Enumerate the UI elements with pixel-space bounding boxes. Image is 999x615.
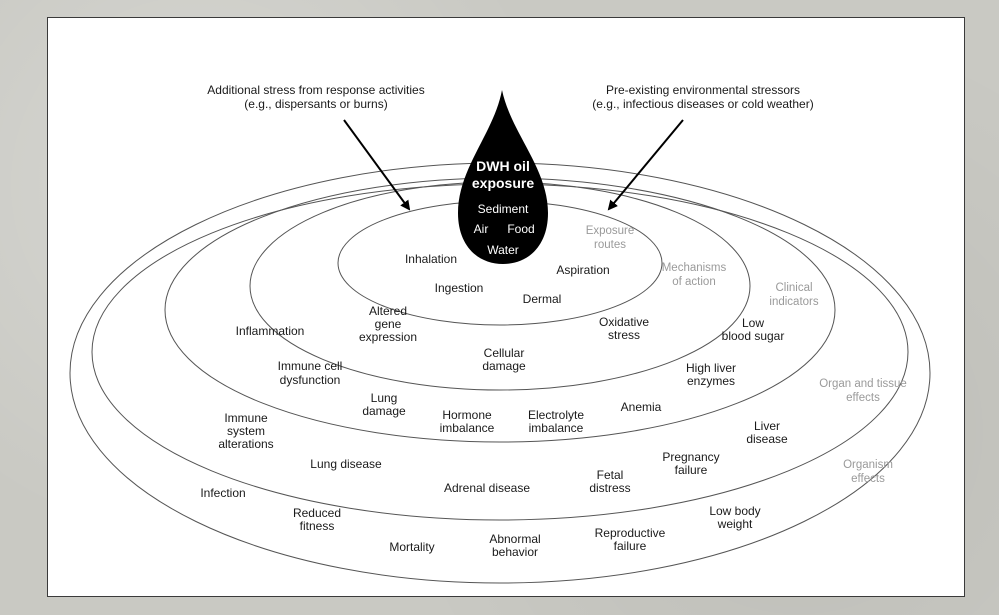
- item-hormone-1: Hormone: [442, 408, 492, 422]
- item-immune-system-1: Immune: [224, 411, 268, 425]
- drop-water: Water: [487, 243, 519, 257]
- item-liver-disease-2: disease: [746, 432, 788, 446]
- item-oxidative-1: Oxidative: [599, 315, 649, 329]
- item-altered-gene-1: Altered: [369, 304, 407, 318]
- item-low-blood-sugar-1: Low: [742, 316, 764, 330]
- annotation-left-line1: Additional stress from response activiti…: [207, 83, 424, 97]
- item-cellular-1: Cellular: [484, 346, 525, 360]
- item-reproductive-1: Reproductive: [595, 526, 666, 540]
- diagram-panel: DWH oil exposure Sediment Air Food Water…: [47, 17, 965, 597]
- item-infection: Infection: [200, 486, 245, 500]
- ring-label-clinical-2: indicators: [769, 296, 818, 308]
- ring-label-mechanisms-1: Mechanisms: [662, 262, 727, 274]
- annotation-right-line2: (e.g., infectious diseases or cold weath…: [592, 97, 813, 111]
- exposure-effects-diagram: DWH oil exposure Sediment Air Food Water…: [69, 83, 931, 584]
- item-hormone-2: imbalance: [440, 421, 495, 435]
- item-ingestion: Ingestion: [435, 281, 484, 295]
- item-fetal-1: Fetal: [597, 468, 624, 482]
- item-lung-damage-1: Lung: [371, 391, 398, 405]
- arrow-environmental-stress: [607, 119, 684, 211]
- arrow-response-stress: [343, 119, 411, 211]
- item-inhalation: Inhalation: [405, 252, 457, 266]
- item-dermal: Dermal: [523, 292, 562, 306]
- item-reproductive-2: failure: [614, 539, 647, 553]
- item-immune-system-3: alterations: [218, 437, 273, 451]
- item-altered-gene-2: gene: [375, 317, 402, 331]
- drop-sediment: Sediment: [478, 202, 529, 216]
- drop-title-line2: exposure: [472, 175, 534, 191]
- item-aspiration: Aspiration: [556, 263, 609, 277]
- item-altered-gene-3: expression: [359, 330, 417, 344]
- annotation-right-line1: Pre-existing environmental stressors: [606, 83, 800, 97]
- item-cellular-2: damage: [482, 359, 526, 373]
- item-reduced-fitness-1: Reduced: [293, 506, 341, 520]
- item-fetal-2: distress: [589, 481, 630, 495]
- item-lung-disease: Lung disease: [310, 457, 382, 471]
- item-inflammation: Inflammation: [236, 324, 305, 338]
- ring-label-organism-2: effects: [851, 473, 885, 485]
- oil-drop-shape: [458, 90, 548, 264]
- item-adrenal: Adrenal disease: [444, 481, 530, 495]
- item-low-body-weight-2: weight: [717, 517, 753, 531]
- item-oxidative-2: stress: [608, 328, 640, 342]
- drop-air: Air: [474, 222, 489, 236]
- item-low-body-weight-1: Low body: [709, 504, 760, 518]
- annotation-left-line2: (e.g., dispersants or burns): [244, 97, 387, 111]
- item-abnormal-2: behavior: [492, 545, 538, 559]
- item-pregnancy-2: failure: [675, 463, 708, 477]
- ring-label-exposure-routes-2: routes: [594, 239, 626, 251]
- item-mortality: Mortality: [389, 540, 434, 554]
- ring-label-mechanisms-2: of action: [672, 276, 715, 288]
- ring-label-organ-2: effects: [846, 392, 880, 404]
- item-electrolyte-2: imbalance: [529, 421, 584, 435]
- item-anemia: Anemia: [621, 400, 662, 414]
- ring-label-organ-1: Organ and tissue: [819, 378, 907, 390]
- ring-label-organism-1: Organism: [843, 459, 893, 471]
- ring-label-clinical-1: Clinical: [775, 282, 812, 294]
- item-abnormal-1: Abnormal: [489, 532, 540, 546]
- item-immune-cell-1: Immune cell: [278, 359, 343, 373]
- item-high-liver-1: High liver: [686, 361, 736, 375]
- item-electrolyte-1: Electrolyte: [528, 408, 584, 422]
- drop-food: Food: [507, 222, 534, 236]
- item-immune-cell-2: dysfunction: [280, 373, 341, 387]
- item-low-blood-sugar-2: blood sugar: [722, 329, 785, 343]
- drop-title-line1: DWH oil: [476, 158, 530, 174]
- item-immune-system-2: system: [227, 424, 265, 438]
- item-liver-disease-1: Liver: [754, 419, 780, 433]
- item-lung-damage-2: damage: [362, 404, 406, 418]
- item-high-liver-2: enzymes: [687, 374, 735, 388]
- ring-label-exposure-routes-1: Exposure: [586, 225, 635, 237]
- item-reduced-fitness-2: fitness: [300, 519, 335, 533]
- item-pregnancy-1: Pregnancy: [662, 450, 719, 464]
